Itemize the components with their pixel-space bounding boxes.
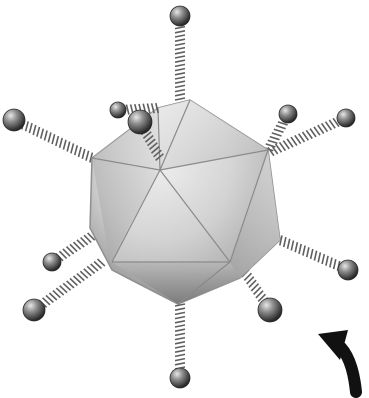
- fiber-knob: [338, 260, 358, 280]
- fiber-knob: [170, 6, 190, 26]
- fiber-coil-segment: [175, 317, 185, 319]
- fiber-coil-segment: [288, 239, 290, 249]
- fiber-1: [170, 6, 190, 100]
- fiber-coil-segment: [303, 246, 305, 256]
- fiber-coil-segment: [175, 77, 185, 79]
- fiber-coil-segment: [175, 342, 185, 344]
- fiber-coil-segment: [175, 312, 185, 314]
- fiber-knob: [110, 102, 126, 118]
- fiber-coil-segment: [175, 329, 185, 331]
- fiber-coil-segment: [175, 81, 185, 83]
- fiber-knob: [128, 110, 152, 134]
- fiber-coil-segment: [175, 64, 185, 66]
- fiber-coil-segment: [56, 136, 59, 146]
- fiber-coil-segment: [175, 60, 185, 62]
- fiber-knob: [279, 105, 297, 123]
- fiber-coil-segment: [175, 39, 185, 41]
- fiber-coil-segment: [175, 346, 185, 348]
- fiber-coil-segment: [318, 252, 320, 262]
- fiber-coil-segment: [175, 354, 185, 356]
- fiber-coil-segment: [334, 259, 336, 269]
- fiber-coil-segment: [79, 147, 82, 157]
- fiber-5: [43, 233, 95, 271]
- fiber-coil-segment: [175, 338, 185, 340]
- fiber-coil-segment: [175, 321, 185, 323]
- fiber-coil-segment: [26, 121, 29, 131]
- fiber-coil-segment: [33, 125, 36, 135]
- fiber-coil-segment: [314, 251, 316, 261]
- fiber-coil-segment: [175, 98, 185, 100]
- fiber-7: [280, 235, 358, 280]
- fiber-coil-segment: [270, 137, 280, 140]
- fiber-coil-segment: [41, 129, 44, 139]
- fiber-coil-segment: [37, 127, 40, 137]
- fiber-coil-segment: [175, 85, 185, 87]
- fiber-coil-segment: [175, 52, 185, 54]
- fiber-coil-segment: [147, 104, 150, 114]
- fiber-coil-segment: [175, 308, 185, 310]
- fiber-coil-segment: [175, 43, 185, 45]
- fiber-coil-segment: [175, 27, 185, 29]
- fiber-coil-segment: [63, 140, 66, 150]
- fiber-knob: [337, 109, 355, 127]
- fiber-knob: [170, 368, 190, 388]
- fiber-coil-segment: [45, 131, 48, 141]
- fiber-coil-segment: [322, 254, 324, 264]
- fiber-coil-segment: [67, 142, 70, 152]
- fiber-coil-segment: [175, 48, 185, 50]
- fiber-coil-segment: [326, 256, 328, 266]
- fiber-coil-segment: [268, 140, 278, 143]
- capsid-face-bottom: [112, 262, 240, 304]
- fiber-coil-segment: [175, 56, 185, 58]
- fiber-coil-segment: [175, 363, 185, 365]
- fiber-coil-segment: [52, 134, 55, 144]
- fiber-coil-segment: [276, 126, 286, 129]
- fiber-coil-segment: [266, 144, 276, 147]
- fiber-coil-segment: [175, 73, 185, 75]
- fiber-coil-segment: [48, 132, 51, 142]
- fiber-knob: [3, 109, 25, 131]
- fiber-coil-segment: [175, 325, 185, 327]
- fiber-coil-segment: [29, 123, 32, 133]
- fiber-coil-segment: [272, 133, 282, 136]
- fiber-coil-segment: [126, 105, 128, 115]
- fiber-coil-segment: [60, 138, 63, 148]
- fiber-coil-segment: [307, 247, 309, 257]
- fiber-coil-segment: [274, 129, 284, 132]
- fiber-coil-segment: [175, 94, 185, 96]
- fiber-coil-segment: [299, 244, 301, 254]
- fiber-knob: [43, 253, 61, 271]
- fiber-coil-segment: [330, 258, 332, 268]
- fiber-coil-segment: [175, 359, 185, 361]
- curved-arrow-icon: [318, 330, 356, 392]
- fiber-coil-segment: [82, 149, 85, 159]
- fiber-coil-segment: [175, 90, 185, 92]
- fiber-coil-segment: [295, 242, 297, 252]
- fiber-coil-segment: [291, 241, 293, 251]
- fiber-knob: [23, 299, 45, 321]
- fiber-coil-segment: [71, 143, 74, 153]
- fiber-coil-segment: [284, 237, 286, 247]
- fiber-coil-segment: [175, 333, 185, 335]
- fiber-2: [3, 109, 92, 163]
- fiber-coil-segment: [175, 304, 185, 306]
- fiber-knob: [258, 298, 282, 322]
- fiber-coil-segment: [175, 350, 185, 352]
- fiber-coil-segment: [175, 69, 185, 71]
- fiber-9: [170, 304, 190, 388]
- fiber-coil-segment: [86, 151, 89, 161]
- fiber-coil-segment: [75, 145, 78, 155]
- fiber-coil-segment: [311, 249, 313, 259]
- fiber-coil-segment: [175, 31, 185, 33]
- fiber-coil-segment: [175, 35, 185, 37]
- fiber-6: [23, 259, 105, 321]
